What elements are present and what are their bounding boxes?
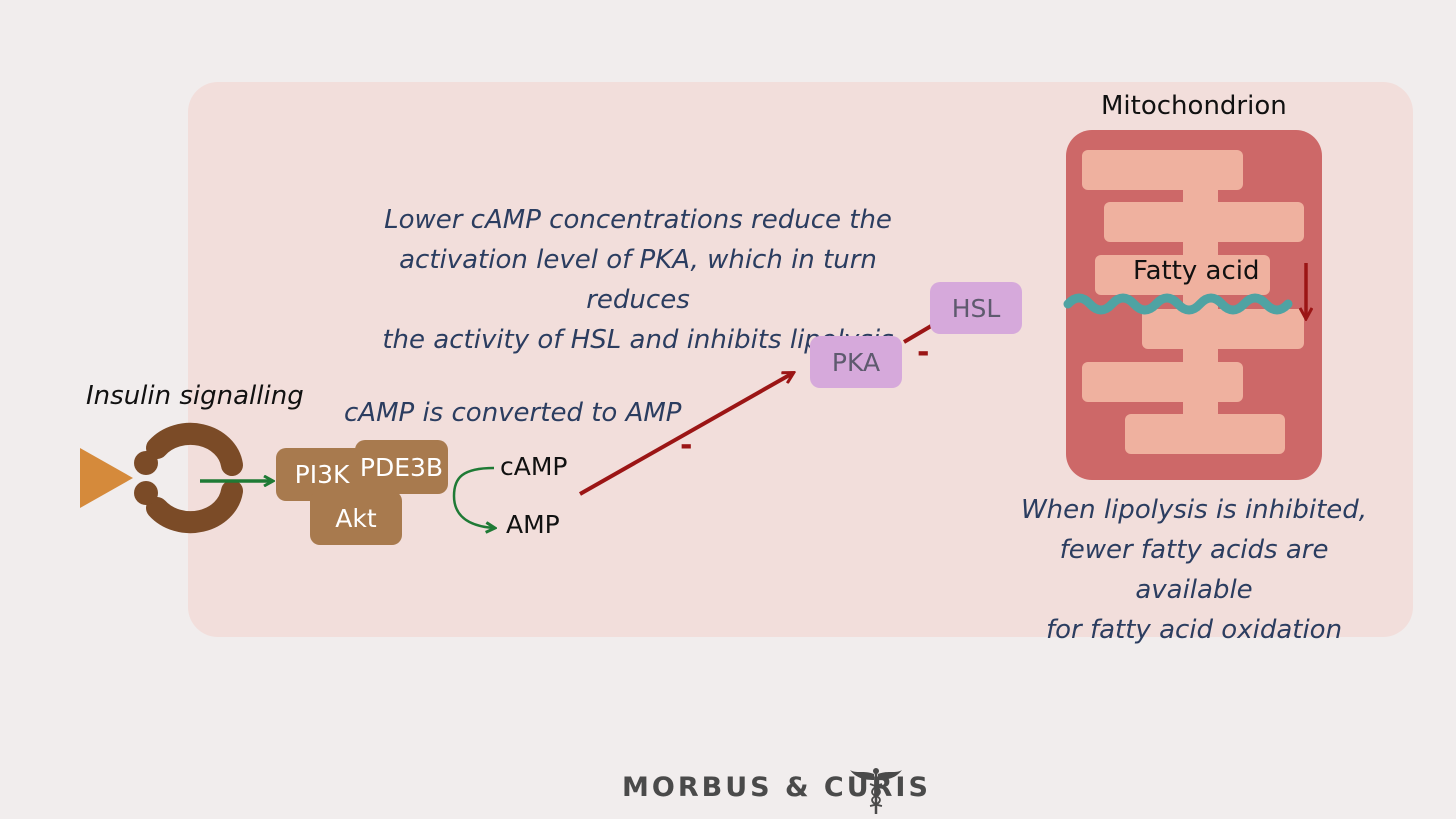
brand-wordmark: MORBUS & CURIS: [622, 772, 931, 803]
amp-label: AMP: [506, 510, 560, 539]
hsl-node: HSL: [930, 282, 1022, 334]
fatty-acid-label: Fatty acid: [1133, 256, 1260, 286]
pka-note-line: the activity of HSL and inhibits lipolys…: [382, 325, 894, 355]
fatty-acid-chain: [1063, 293, 1293, 315]
camp-conversion-note: cAMP is converted to AMP: [344, 398, 682, 428]
mitochondrion-title: Mitochondrion: [1101, 91, 1287, 121]
akt-node: Akt: [310, 491, 402, 545]
insulin-ligand: [80, 448, 133, 508]
pka-note-line: activation level of PKA, which in turn r…: [399, 245, 877, 315]
oxidation-note-line: for fatty acid oxidation: [1045, 615, 1343, 645]
insulin-signalling-label: Insulin signalling: [86, 381, 304, 411]
pde3b-node: PDE3B: [355, 440, 448, 494]
insulin-receptor: [134, 422, 243, 534]
pka-note: Lower cAMP concentrations reduce the act…: [346, 200, 930, 360]
inhibition-arrow-pka: [579, 373, 793, 496]
inhibition-sign-hsl: -: [917, 335, 930, 370]
pka-note-line: Lower cAMP concentrations reduce the: [384, 205, 892, 235]
camp-to-amp-arrow: [452, 466, 494, 528]
camp-label: cAMP: [500, 452, 568, 481]
inhibition-sign-pka: -: [680, 428, 693, 463]
caduceus-icon: [850, 768, 902, 814]
oxidation-note: When lipolysis is inhibited, fewer fatty…: [998, 490, 1390, 650]
pka-node: PKA: [810, 336, 902, 388]
oxidation-note-line: fewer fatty acids are available: [1059, 535, 1329, 605]
oxidation-note-line: When lipolysis is inhibited,: [1020, 495, 1368, 525]
